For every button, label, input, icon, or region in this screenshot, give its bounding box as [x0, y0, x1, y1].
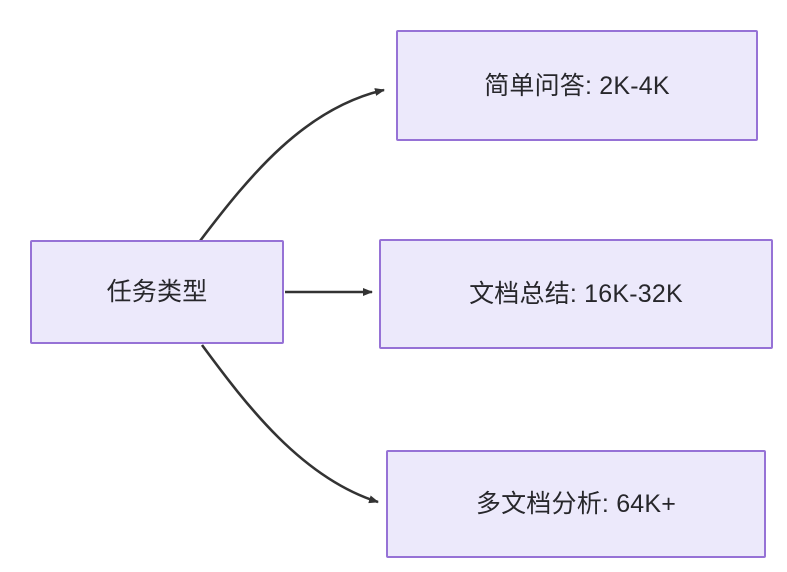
node-simple-qa[interactable]: 简单问答: 2K-4K — [396, 30, 758, 141]
edge-root-to-simple-qa — [198, 88, 385, 242]
node-multi-doc[interactable]: 多文档分析: 64K+ — [386, 450, 766, 558]
node-doc-summary[interactable]: 文档总结: 16K-32K — [379, 239, 773, 349]
node-task-type[interactable]: 任务类型 — [30, 240, 284, 344]
node-simple-qa-label: 简单问答: 2K-4K — [484, 71, 670, 100]
node-task-type-label: 任务类型 — [106, 278, 208, 306]
node-doc-summary-label: 文档总结: 16K-32K — [469, 280, 683, 308]
node-multi-doc-label: 多文档分析: 64K+ — [475, 490, 677, 518]
edge-root-to-multi-doc — [200, 344, 379, 504]
